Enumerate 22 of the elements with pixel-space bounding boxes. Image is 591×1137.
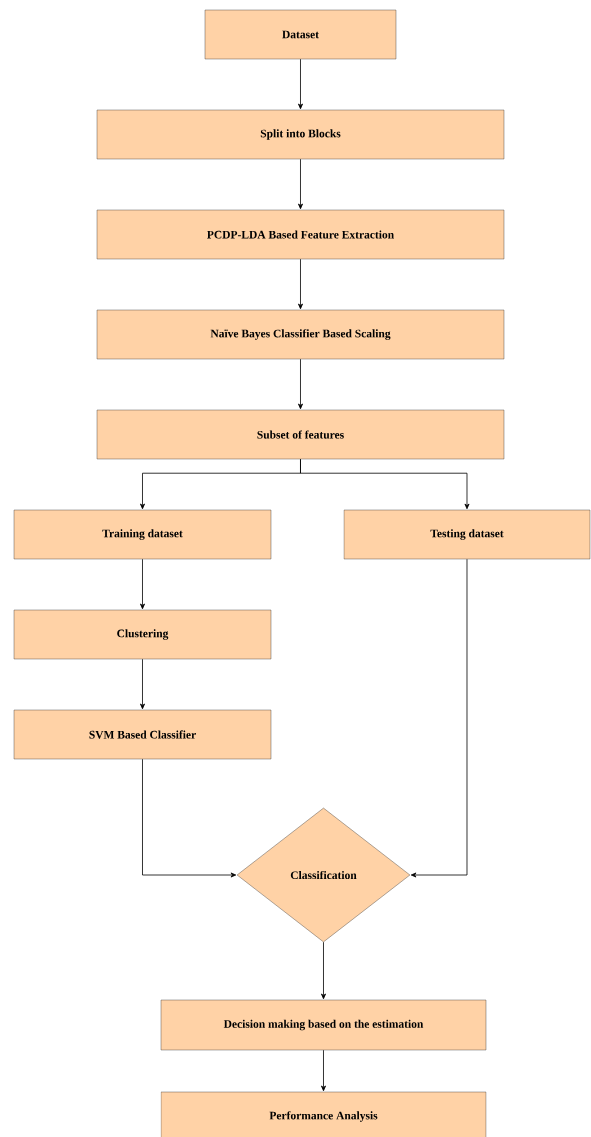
arrow bbox=[298, 158, 303, 210]
arrow bbox=[298, 358, 303, 410]
process-box: Performance Analysis bbox=[160, 1091, 487, 1137]
arrow bbox=[140, 558, 145, 610]
arrow bbox=[410, 558, 468, 878]
arrow bbox=[300, 458, 470, 510]
process-box: Split into Blocks bbox=[96, 109, 505, 160]
arrow bbox=[140, 658, 145, 710]
process-box: Dataset bbox=[204, 9, 397, 60]
process-box: Subset of features bbox=[96, 409, 505, 460]
process-box: Decision making based on the estimation bbox=[160, 999, 487, 1051]
arrow bbox=[321, 941, 326, 1000]
process-box: Training dataset bbox=[13, 509, 272, 560]
arrow bbox=[142, 758, 237, 878]
arrow bbox=[298, 58, 303, 110]
arrow bbox=[321, 1049, 326, 1092]
arrow bbox=[298, 258, 303, 310]
process-box: Clustering bbox=[13, 609, 272, 660]
process-box: SVM Based Classifier bbox=[13, 709, 272, 760]
process-box: Testing dataset bbox=[343, 509, 591, 560]
process-box: PCDP-LDA Based Feature Extraction bbox=[96, 209, 505, 260]
process-box: Naïve Bayes Classifier Based Scaling bbox=[96, 309, 505, 360]
